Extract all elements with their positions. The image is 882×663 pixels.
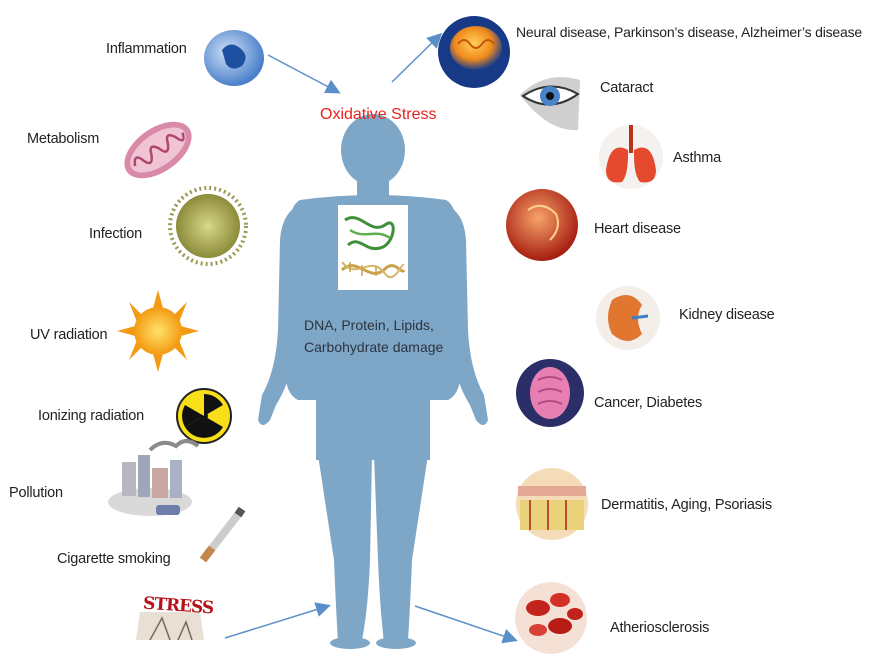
skin-layers-icon: [516, 468, 588, 540]
label-infection: Infection: [89, 226, 142, 242]
cigarette-icon: [203, 509, 242, 560]
arrow-stress-to-neural: [392, 35, 440, 82]
label-inflammation: Inflammation: [106, 41, 187, 57]
brain-icon: [438, 16, 510, 88]
label-uv-radiation: UV radiation: [30, 327, 107, 343]
label-cigarette-smoking: Cigarette smoking: [57, 551, 170, 567]
label-cancer-diabetes: Cancer, Diabetes: [594, 395, 702, 411]
mitochondrion-icon: [114, 110, 201, 190]
label-dermatitis: Dermatitis, Aging, Psoriasis: [601, 497, 772, 513]
damage-line-1: DNA, Protein, Lipids,: [304, 314, 443, 336]
label-ionizing-radiation: Ionizing radiation: [38, 408, 144, 424]
label-heart-disease: Heart disease: [594, 221, 681, 237]
blood-cells-icon: [515, 582, 587, 654]
pollution-city-icon: [108, 441, 198, 516]
label-asthma: Asthma: [673, 150, 721, 166]
heart-icon: [506, 189, 578, 261]
virus-icon: [170, 188, 246, 264]
eye-icon: [520, 77, 580, 130]
protein-dna-image: [338, 205, 408, 290]
label-metabolism: Metabolism: [27, 131, 99, 147]
sun-icon: [117, 290, 199, 372]
arrow-body-to-atherio: [415, 606, 515, 640]
label-pollution: Pollution: [9, 485, 63, 501]
radiation-icon: [177, 389, 231, 443]
arrow-inflammation-to-stress: [268, 55, 338, 92]
label-atheriosclerosis: Atheriosclerosis: [610, 620, 709, 636]
kidney-icon: [596, 286, 660, 350]
damage-line-2: Carbohydrate damage: [304, 336, 443, 358]
label-neural-disease: Neural disease, Parkinson’s disease, Alz…: [516, 24, 862, 40]
damage-text: DNA, Protein, Lipids, Carbohydrate damag…: [304, 314, 443, 358]
arrow-stress-icon-to-body: [225, 606, 328, 638]
oxidative-stress-title: Oxidative Stress: [320, 106, 436, 124]
human-body-silhouette: [258, 114, 488, 649]
inflammation-cell-icon: [204, 30, 264, 86]
label-cataract: Cataract: [600, 80, 653, 96]
abdomen-icon: [516, 359, 584, 427]
lungs-icon: [599, 125, 663, 189]
label-kidney-disease: Kidney disease: [679, 307, 775, 323]
